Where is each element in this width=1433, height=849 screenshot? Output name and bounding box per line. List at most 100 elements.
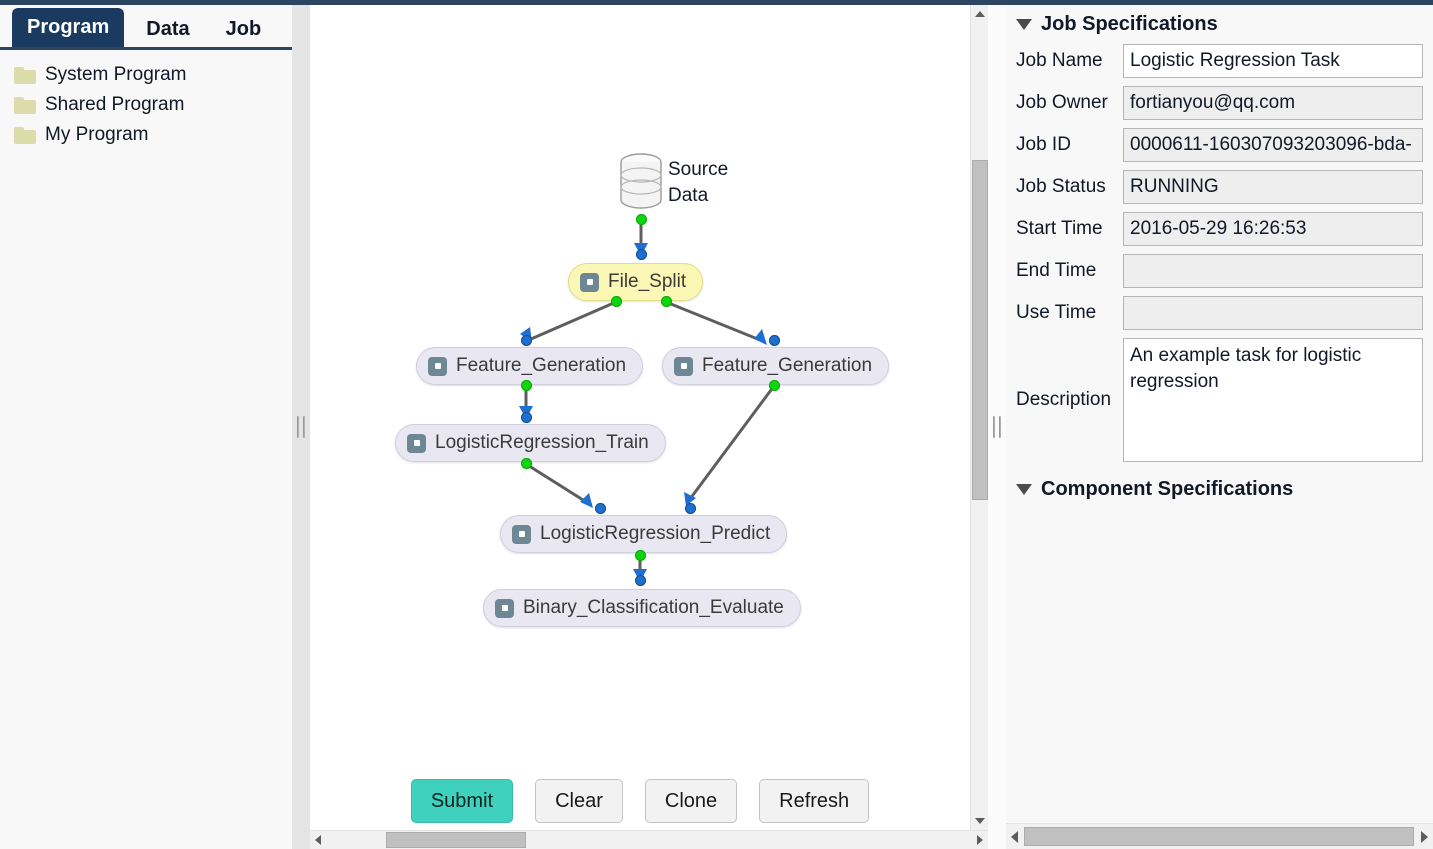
port-out-logisticregression-train[interactable] bbox=[521, 458, 532, 469]
tab-job[interactable]: Job bbox=[225, 18, 262, 40]
left-panel: Program Data Job System Program Shared P… bbox=[0, 5, 292, 849]
job-status-label: Job Status bbox=[1016, 176, 1106, 197]
tree-item-shared-program[interactable]: Shared Program bbox=[14, 90, 292, 120]
component-icon bbox=[428, 356, 447, 376]
job-specifications-header[interactable]: Job Specifications bbox=[1006, 5, 1433, 44]
canvas-area: Source Data File_Split Feature_Generatio… bbox=[310, 5, 988, 849]
port-in-logisticregression-predict-2[interactable] bbox=[685, 503, 696, 514]
scroll-left-arrow-icon[interactable] bbox=[1011, 830, 1018, 843]
job-status-input[interactable] bbox=[1123, 170, 1423, 204]
top-accent-bar bbox=[0, 0, 1433, 5]
tree-item-my-program[interactable]: My Program bbox=[14, 120, 292, 150]
job-owner-label: Job Owner bbox=[1016, 92, 1108, 113]
node-logisticregression-train[interactable]: LogisticRegression_Train bbox=[395, 424, 666, 462]
scroll-right-arrow-icon[interactable] bbox=[977, 835, 983, 845]
port-in-logisticregression-train[interactable] bbox=[521, 412, 532, 423]
program-tree: System Program Shared Program My Program bbox=[0, 50, 292, 150]
tree-item-label: My Program bbox=[45, 124, 149, 145]
port-in-binary-classification-evaluate[interactable] bbox=[635, 575, 646, 586]
start-time-label: Start Time bbox=[1016, 218, 1103, 239]
end-time-label: End Time bbox=[1016, 260, 1097, 281]
start-time-input[interactable] bbox=[1123, 212, 1423, 246]
canvas-horizontal-scroll-thumb[interactable] bbox=[386, 832, 526, 848]
submit-button[interactable]: Submit bbox=[410, 779, 514, 823]
chevron-down-icon bbox=[1016, 484, 1032, 495]
node-label: Feature_Generation bbox=[456, 355, 627, 376]
tree-item-system-program[interactable]: System Program bbox=[14, 60, 292, 90]
scroll-up-arrow-icon[interactable] bbox=[974, 11, 985, 17]
port-in-logisticregression-predict-1[interactable] bbox=[595, 503, 606, 514]
right-splitter-handle[interactable] bbox=[988, 5, 1006, 849]
tab-data[interactable]: Data bbox=[146, 18, 190, 40]
port-out-feature-generation-right[interactable] bbox=[769, 380, 780, 391]
field-row-job-id: Job ID bbox=[1006, 128, 1433, 162]
right-panel-scroll-thumb[interactable] bbox=[1024, 827, 1414, 846]
node-label: Binary_Classification_Evaluate bbox=[523, 597, 784, 618]
port-out-logisticregression-predict[interactable] bbox=[635, 550, 646, 561]
job-specifications-title: Job Specifications bbox=[1041, 13, 1218, 35]
node-label: File_Split bbox=[608, 271, 687, 292]
description-textarea[interactable]: An example task for logistic regression bbox=[1123, 338, 1423, 462]
node-logisticregression-predict[interactable]: LogisticRegression_Predict bbox=[500, 515, 788, 553]
workflow-canvas[interactable]: Source Data File_Split Feature_Generatio… bbox=[310, 5, 970, 830]
folder-icon bbox=[14, 96, 36, 114]
source-data-label: Source Data bbox=[668, 159, 729, 206]
chevron-down-icon bbox=[1016, 19, 1032, 30]
component-icon bbox=[580, 272, 599, 292]
refresh-button[interactable]: Refresh bbox=[759, 779, 870, 823]
use-time-label: Use Time bbox=[1016, 302, 1097, 323]
component-icon bbox=[407, 433, 426, 453]
right-panel: Job Specifications Job Name Job Owner Jo… bbox=[1006, 5, 1433, 849]
grip-icon bbox=[297, 416, 305, 438]
node-label: Feature_Generation bbox=[702, 355, 873, 376]
tab-program[interactable]: Program bbox=[12, 8, 125, 47]
port-in-feature-generation-left[interactable] bbox=[521, 335, 532, 346]
node-label: LogisticRegression_Predict bbox=[540, 523, 771, 544]
tab-strip: Program Data Job bbox=[0, 5, 292, 50]
component-specifications-title: Component Specifications bbox=[1041, 478, 1294, 500]
port-out-file-split-2[interactable] bbox=[661, 296, 672, 307]
left-splitter-handle[interactable] bbox=[292, 5, 310, 849]
port-out-source-data[interactable] bbox=[636, 214, 647, 225]
field-row-start-time: Start Time bbox=[1006, 212, 1433, 246]
node-binary-classification-evaluate[interactable]: Binary_Classification_Evaluate bbox=[483, 589, 801, 627]
node-label: LogisticRegression_Train bbox=[435, 432, 649, 453]
job-name-input[interactable] bbox=[1123, 44, 1423, 78]
canvas-vertical-scroll-thumb[interactable] bbox=[972, 160, 988, 500]
node-file-split[interactable]: File_Split bbox=[568, 263, 704, 301]
canvas-vertical-scrollbar[interactable] bbox=[970, 5, 988, 830]
port-out-file-split-1[interactable] bbox=[611, 296, 622, 307]
node-feature-generation-right[interactable]: Feature_Generation bbox=[662, 347, 890, 385]
port-in-feature-generation-right[interactable] bbox=[769, 335, 780, 346]
description-label: Description bbox=[1016, 389, 1112, 410]
job-owner-input[interactable] bbox=[1123, 86, 1423, 120]
component-icon bbox=[512, 524, 531, 544]
database-cylinder-icon[interactable] bbox=[618, 153, 664, 209]
canvas-horizontal-scrollbar[interactable] bbox=[310, 830, 988, 849]
node-feature-generation-left[interactable]: Feature_Generation bbox=[416, 347, 644, 385]
field-row-job-status: Job Status bbox=[1006, 170, 1433, 204]
tree-item-label: Shared Program bbox=[45, 94, 185, 115]
end-time-input[interactable] bbox=[1123, 254, 1423, 288]
clear-button[interactable]: Clear bbox=[535, 779, 623, 823]
job-name-label: Job Name bbox=[1016, 50, 1103, 71]
port-out-feature-generation-left[interactable] bbox=[521, 380, 532, 391]
component-icon bbox=[674, 356, 693, 376]
scroll-left-arrow-icon[interactable] bbox=[315, 835, 321, 845]
job-id-input[interactable] bbox=[1123, 128, 1423, 162]
clone-button[interactable]: Clone bbox=[644, 779, 738, 823]
folder-icon bbox=[14, 126, 36, 144]
scroll-down-arrow-icon[interactable] bbox=[974, 818, 985, 824]
grip-icon bbox=[993, 416, 1001, 438]
scroll-right-arrow-icon[interactable] bbox=[1421, 830, 1428, 843]
folder-icon bbox=[14, 66, 36, 84]
port-in-file-split[interactable] bbox=[636, 249, 647, 260]
job-id-label: Job ID bbox=[1016, 134, 1071, 155]
use-time-input[interactable] bbox=[1123, 296, 1423, 330]
right-panel-horizontal-scrollbar[interactable] bbox=[1006, 823, 1433, 849]
tree-item-label: System Program bbox=[45, 64, 187, 85]
field-row-end-time: End Time bbox=[1006, 254, 1433, 288]
component-specifications-header[interactable]: Component Specifications bbox=[1006, 470, 1433, 509]
field-row-job-name: Job Name bbox=[1006, 44, 1433, 78]
field-row-job-owner: Job Owner bbox=[1006, 86, 1433, 120]
